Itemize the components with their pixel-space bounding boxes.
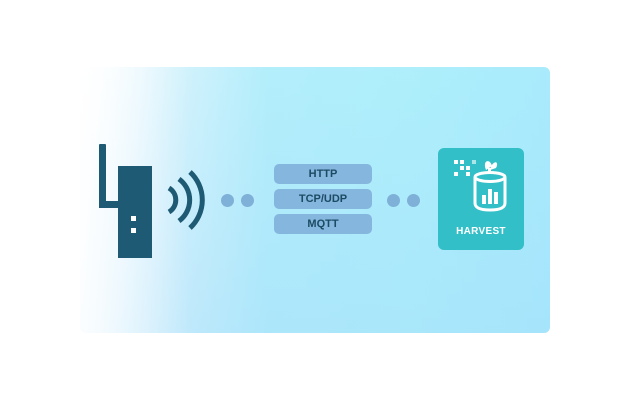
protocol-tcp-udp: TCP/UDP: [274, 189, 372, 209]
connector-dot: [387, 194, 400, 207]
protocol-list: HTTP TCP/UDP MQTT: [274, 164, 372, 239]
protocol-mqtt: MQTT: [274, 214, 372, 234]
connector-dot: [221, 194, 234, 207]
wifi-signal-icon: [167, 170, 205, 230]
harvest-label: HARVEST: [456, 226, 506, 237]
router-icon: [99, 144, 155, 260]
connector-dot: [241, 194, 254, 207]
router-led: [131, 228, 136, 233]
router-body: [118, 166, 152, 258]
protocol-http: HTTP: [274, 164, 372, 184]
router-antenna-base: [99, 201, 120, 208]
router-led: [131, 216, 136, 221]
harvest-logo-icon: [454, 160, 507, 212]
connector-dot: [407, 194, 420, 207]
background-fade: [0, 60, 190, 340]
harvest-tile: HARVEST: [438, 148, 524, 250]
router-antenna: [99, 144, 106, 208]
